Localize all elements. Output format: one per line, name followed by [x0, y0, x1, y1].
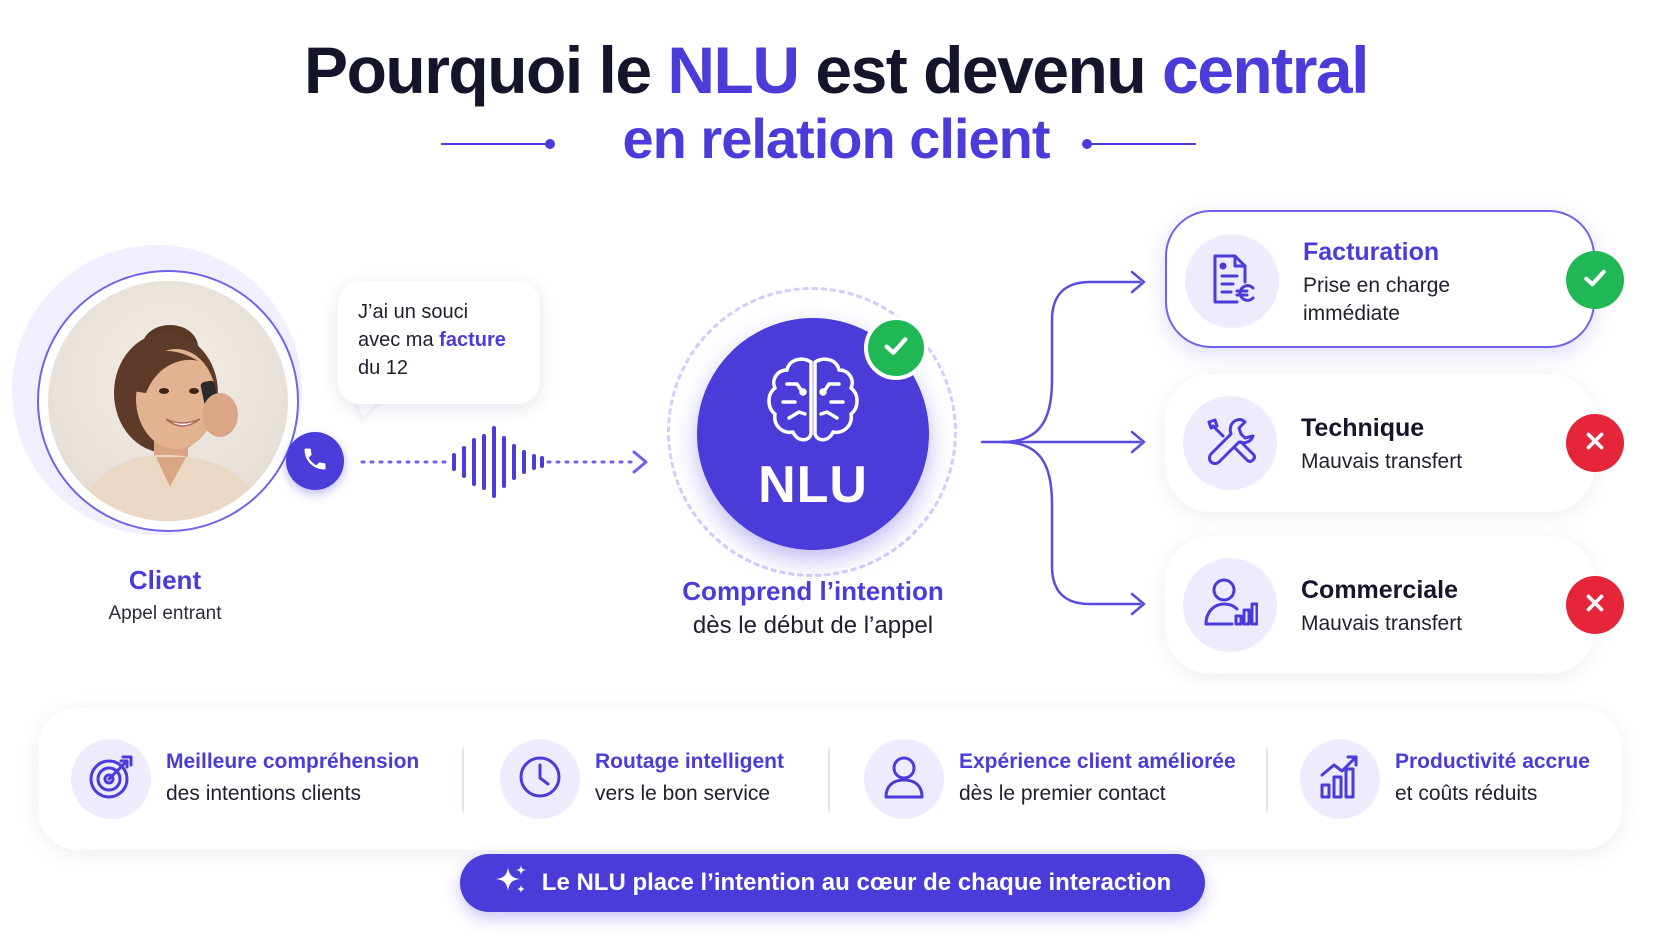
title-part1: Pourquoi le — [304, 33, 668, 107]
card-icon-bg — [1183, 558, 1277, 652]
bubble-line3: du 12 — [358, 357, 409, 379]
benefit-icon-bg — [1300, 739, 1380, 819]
footer-text: Le NLU place l’intention au cœur de chaq… — [541, 869, 1172, 896]
target-icon — [87, 753, 135, 806]
subtitle: en relation client — [622, 107, 1051, 170]
status-ko-badge — [1566, 576, 1624, 634]
title-part3: est devenu — [798, 33, 1163, 107]
card-icon-bg — [1185, 234, 1279, 328]
benefit-title: Routage intelligent — [595, 750, 784, 773]
title-part4: central — [1162, 33, 1369, 107]
invoice-euro-icon — [1207, 252, 1257, 311]
title-part2: NLU — [667, 33, 800, 107]
check-icon — [1580, 263, 1610, 298]
card-title: Technique — [1301, 414, 1425, 442]
card-title: Facturation — [1303, 238, 1440, 266]
bubble-highlight: facture — [439, 329, 506, 351]
card-sub: Mauvais transfert — [1301, 450, 1463, 473]
title-rule-right — [1082, 139, 1196, 149]
nlu-label: NLU — [758, 456, 868, 514]
title-rule-left — [441, 139, 555, 149]
card-icon-bg — [1183, 396, 1277, 490]
benefit-sub: vers le bon service — [595, 782, 771, 805]
route-card-technique[interactable]: Technique Mauvais transfert — [1165, 374, 1595, 512]
route-card-facturation[interactable]: Facturation Prise en charge immédiate — [1165, 210, 1595, 348]
phone-icon — [301, 445, 329, 478]
route-card-commerciale[interactable]: Commerciale Mauvais transfert — [1165, 536, 1595, 674]
card-sub: Mauvais transfert — [1301, 612, 1463, 635]
footer-pill: Le NLU place l’intention au cœur de chaq… — [460, 854, 1205, 912]
user-chart-icon — [1202, 576, 1259, 635]
status-ko-badge — [1566, 414, 1624, 472]
benefit-sub: et coûts réduits — [1395, 782, 1538, 805]
bubble-line1: J’ai un souci — [358, 301, 469, 323]
routing-arrows — [980, 270, 1146, 616]
user-icon — [880, 753, 928, 806]
card-title: Commerciale — [1301, 576, 1459, 604]
benefit-sub: des intentions clients — [166, 782, 361, 805]
growth-chart-icon — [1316, 753, 1364, 806]
speech-bubble: J’ai un souci avec ma facture du 12 — [338, 282, 540, 404]
client-label: Client — [128, 565, 202, 595]
sound-wave-icon — [452, 426, 544, 498]
client-photo — [48, 281, 288, 521]
divider — [828, 748, 830, 812]
check-icon — [880, 330, 912, 367]
benefit-icon-bg — [500, 739, 580, 819]
divider — [1266, 748, 1268, 812]
bubble-line2: avec ma facture — [358, 326, 520, 354]
nlu-caption-sub: dès le début de l’appel — [692, 612, 934, 639]
nlu-dashed-ring — [667, 287, 957, 577]
nlu-check-badge — [864, 316, 928, 380]
arrow-to-nlu — [632, 450, 648, 474]
clock-icon — [516, 753, 564, 806]
nlu-caption: Comprend l’intention — [682, 576, 944, 606]
benefit-sub: dès le premier contact — [959, 782, 1166, 805]
title: Pourquoi le NLU est devenu central — [0, 30, 1672, 110]
bubble-line2-prefix: avec ma — [358, 329, 440, 351]
benefit-icon-bg — [864, 739, 944, 819]
benefit-icon-bg — [71, 739, 151, 819]
phone-button[interactable] — [286, 432, 344, 490]
status-ok-badge — [1566, 251, 1624, 309]
close-icon — [1582, 428, 1608, 459]
benefit-title: Productivité accrue — [1395, 750, 1590, 773]
close-icon — [1582, 590, 1608, 621]
benefit-title: Meilleure compréhension — [166, 750, 420, 773]
benefits-bar: Meilleure compréhension des intentions c… — [38, 708, 1622, 850]
benefit-title: Expérience client améliorée — [959, 750, 1236, 773]
divider — [462, 748, 464, 812]
wrench-icon — [1203, 414, 1257, 473]
card-sub: Prise en charge immédiate — [1303, 274, 1451, 325]
sparkle-icon — [494, 863, 528, 904]
client-sub: Appel entrant — [108, 603, 222, 624]
brain-icon — [765, 354, 861, 451]
